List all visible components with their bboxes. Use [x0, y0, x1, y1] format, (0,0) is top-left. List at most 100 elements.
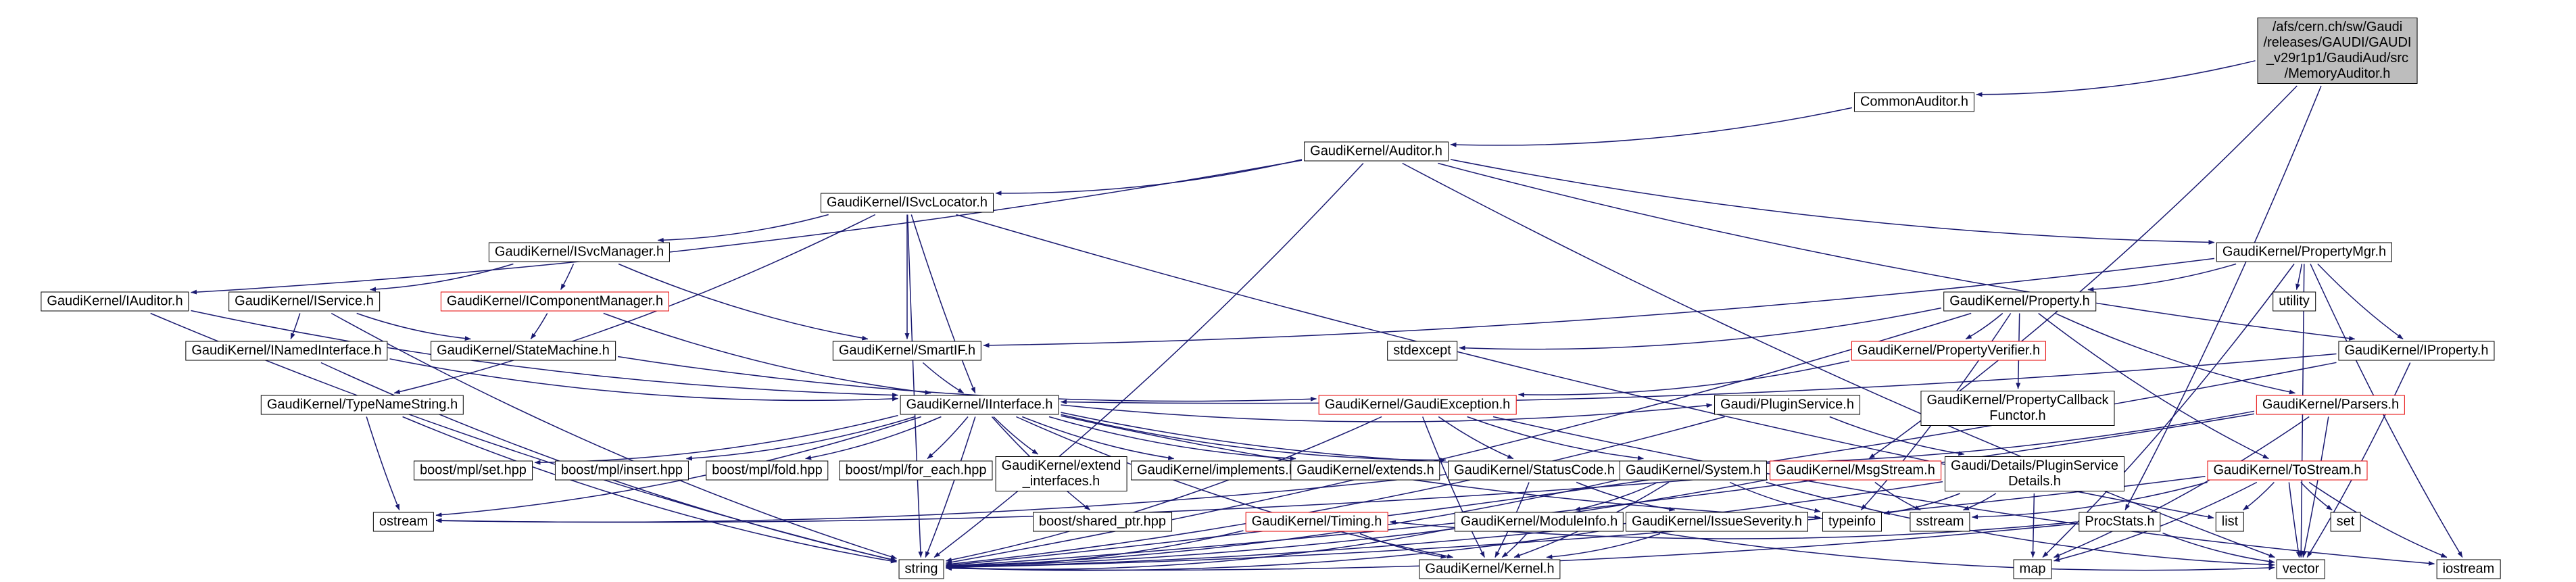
include-edge-procstats-to-vector: [2162, 532, 2275, 564]
graph-node-list: list: [2215, 512, 2245, 532]
graph-node-propertyverifier[interactable]: GaudiKernel/PropertyVerifier.h: [1851, 341, 2047, 361]
graph-node-procstats[interactable]: ProcStats.h: [2079, 512, 2161, 532]
graph-node-iservice[interactable]: GaudiKernel/IService.h: [228, 291, 380, 312]
graph-node-implements[interactable]: GaudiKernel/implements.h: [1131, 460, 1303, 481]
include-edge-iinterface-to-mpl_fold: [805, 416, 942, 460]
graph-node-typeinfo: typeinfo: [1822, 512, 1882, 532]
include-edge-auditor-to-vector: [1402, 162, 2275, 558]
graph-node-iproperty[interactable]: GaudiKernel/IProperty.h: [2338, 341, 2495, 361]
graph-node-ostream: ostream: [372, 512, 435, 532]
graph-node-auditor[interactable]: GaudiKernel/Auditor.h: [1304, 141, 1449, 162]
include-edge-iinterface-to-system: [1061, 412, 1618, 466]
graph-node-label: boost/mpl/fold.hpp: [712, 462, 823, 478]
graph-node-timing[interactable]: GaudiKernel/Timing.h: [1245, 512, 1388, 532]
include-edge-iinterface-to-mpl_set: [534, 414, 898, 465]
graph-node-label: boost/mpl/set.hpp: [420, 462, 527, 478]
include-edge-statuscode-to-issueseverity: [1576, 481, 1676, 512]
graph-node-label: set: [2336, 514, 2355, 529]
graph-node-extends[interactable]: GaudiKernel/extends.h: [1290, 460, 1440, 481]
graph-node-label: _v29r1p1/GaudiAud/src: [2266, 51, 2409, 66]
graph-node-label: boost/shared_ptr.hpp: [1039, 514, 1166, 529]
graph-node-label: GaudiKernel/PropertyVerifier.h: [1857, 343, 2041, 358]
graph-node-statuscode[interactable]: GaudiKernel/StatusCode.h: [1448, 460, 1621, 481]
graph-node-label: GaudiKernel/ISvcLocator.h: [827, 195, 988, 210]
graph-node-propertymgr[interactable]: GaudiKernel/PropertyMgr.h: [2216, 242, 2393, 262]
include-edge-moduleinfo-to-vector: [1625, 527, 2275, 571]
graph-node-extend_interfaces[interactable]: GaudiKernel/extend_interfaces.h: [995, 456, 1127, 491]
graph-node-typenamestring[interactable]: GaudiKernel/TypeNameString.h: [260, 395, 464, 415]
graph-node-iauditor[interactable]: GaudiKernel/IAuditor.h: [41, 291, 189, 312]
graph-node-label: /afs/cern.ch/sw/Gaudi: [2272, 20, 2403, 34]
include-edge-iinterface-to-statuscode: [1061, 414, 1447, 463]
include-edge-iinterface-to-extends: [1048, 416, 1296, 461]
include-edge-gaudiexception-to-kernel: [1422, 416, 1485, 558]
graph-node-inamedinterface[interactable]: GaudiKernel/INamedInterface.h: [185, 341, 388, 361]
graph-node-sstream: sstream: [1910, 512, 1970, 532]
include-edge-isvclocator-to-iinterface: [910, 214, 976, 393]
graph-node-label: GaudiKernel/extends.h: [1296, 462, 1434, 478]
graph-node-label: GaudiKernel/Property.h: [1949, 293, 2090, 309]
include-edge-msgstream-to-sstream: [1874, 481, 1921, 511]
graph-node-isvcmanager[interactable]: GaudiKernel/ISvcManager.h: [488, 242, 671, 262]
graph-node-statemachine[interactable]: GaudiKernel/StateMachine.h: [431, 341, 616, 361]
include-edge-propertymgr-to-utility: [2295, 264, 2303, 290]
include-edge-property-to-propertyverifier: [1965, 312, 2003, 340]
graph-node-mpl_foreach: boost/mpl/for_each.hpp: [839, 460, 993, 481]
include-edge-typenamestring-to-string: [402, 416, 897, 564]
graph-node-mpl_insert: boost/mpl/insert.hpp: [554, 460, 689, 481]
graph-node-label: GaudiKernel/IComponentManager.h: [446, 293, 664, 309]
graph-node-commonauditor[interactable]: CommonAuditor.h: [1853, 92, 1975, 112]
include-edge-propertyverifier-to-gaudiexception: [1518, 360, 1850, 397]
graph-node-label: GaudiKernel/IInterface.h: [906, 397, 1053, 412]
include-edge-tostream-to-set: [2300, 481, 2333, 511]
graph-node-utility: utility: [2273, 291, 2316, 312]
graph-node-label: GaudiKernel/StateMachine.h: [437, 343, 610, 358]
graph-node-label: Functor.h: [1989, 408, 2046, 423]
graph-node-iinterface[interactable]: GaudiKernel/IInterface.h: [900, 395, 1059, 415]
graph-node-label: GaudiKernel/GaudiException.h: [1324, 397, 1511, 412]
include-edge-tostream-to-list: [2243, 481, 2275, 511]
graph-node-label: sstream: [1916, 514, 1964, 529]
graph-node-pluginservice[interactable]: Gaudi/PluginService.h: [1714, 395, 1860, 415]
graph-node-system[interactable]: GaudiKernel/System.h: [1619, 460, 1768, 481]
graph-node-parsers[interactable]: GaudiKernel/Parsers.h: [2256, 395, 2406, 415]
graph-node-label: list: [2221, 514, 2239, 529]
graph-node-label: utility: [2279, 293, 2310, 309]
graph-node-property[interactable]: GaudiKernel/Property.h: [1943, 291, 2096, 312]
graph-node-label: GaudiKernel/PropertyCallback: [1926, 393, 2109, 408]
graph-node-label: GaudiKernel/StatusCode.h: [1454, 462, 1615, 478]
graph-node-label: Gaudi/PluginService.h: [1720, 397, 1854, 412]
graph-node-issueseverity[interactable]: GaudiKernel/IssueSeverity.h: [1626, 512, 1808, 532]
graph-node-stdexcept: stdexcept: [1387, 341, 1457, 361]
include-edge-timing-to-string: [946, 530, 1244, 569]
graph-node-label: boost/mpl/for_each.hpp: [845, 462, 987, 478]
include-edge-iservice-to-inamedinterface: [290, 313, 301, 339]
graph-node-label: CommonAuditor.h: [1860, 94, 1969, 110]
graph-node-msgstream[interactable]: GaudiKernel/MsgStream.h: [1770, 460, 1941, 481]
include-edge-tostream-to-vector: [2288, 482, 2301, 558]
graph-node-label: ProcStats.h: [2085, 514, 2155, 529]
include-edge-timing-to-kernel: [1359, 533, 1447, 559]
graph-node-set: set: [2330, 512, 2361, 532]
graph-node-gaudiexception[interactable]: GaudiKernel/GaudiException.h: [1318, 395, 1517, 415]
graph-node-kernel[interactable]: GaudiKernel/Kernel.h: [1419, 559, 1561, 579]
graph-node-label: GaudiKernel/Parsers.h: [2262, 397, 2400, 412]
graph-node-tostream[interactable]: GaudiKernel/ToStream.h: [2207, 460, 2368, 481]
graph-node-label: iostream: [2442, 561, 2495, 577]
graph-node-moduleinfo[interactable]: GaudiKernel/ModuleInfo.h: [1454, 512, 1624, 532]
graph-node-label: GaudiKernel/TypeNameString.h: [266, 397, 458, 412]
graph-node-label: GaudiKernel/Auditor.h: [1310, 143, 1442, 159]
graph-node-label: /MemoryAuditor.h: [2284, 66, 2391, 81]
graph-node-icomponentmanager[interactable]: GaudiKernel/IComponentManager.h: [440, 291, 670, 312]
graph-node-label: GaudiKernel/IProperty.h: [2344, 343, 2489, 358]
graph-node-smartif[interactable]: GaudiKernel/SmartIF.h: [832, 341, 982, 361]
graph-node-label: GaudiKernel/IssueSeverity.h: [1632, 514, 1802, 529]
include-edge-moduleinfo-to-kernel: [1501, 533, 1528, 558]
include-edge-propertymgr-to-property: [2087, 263, 2237, 292]
graph-node-label: GaudiKernel/ModuleInfo.h: [1460, 514, 1618, 529]
graph-node-isvclocator[interactable]: GaudiKernel/ISvcLocator.h: [821, 193, 994, 213]
